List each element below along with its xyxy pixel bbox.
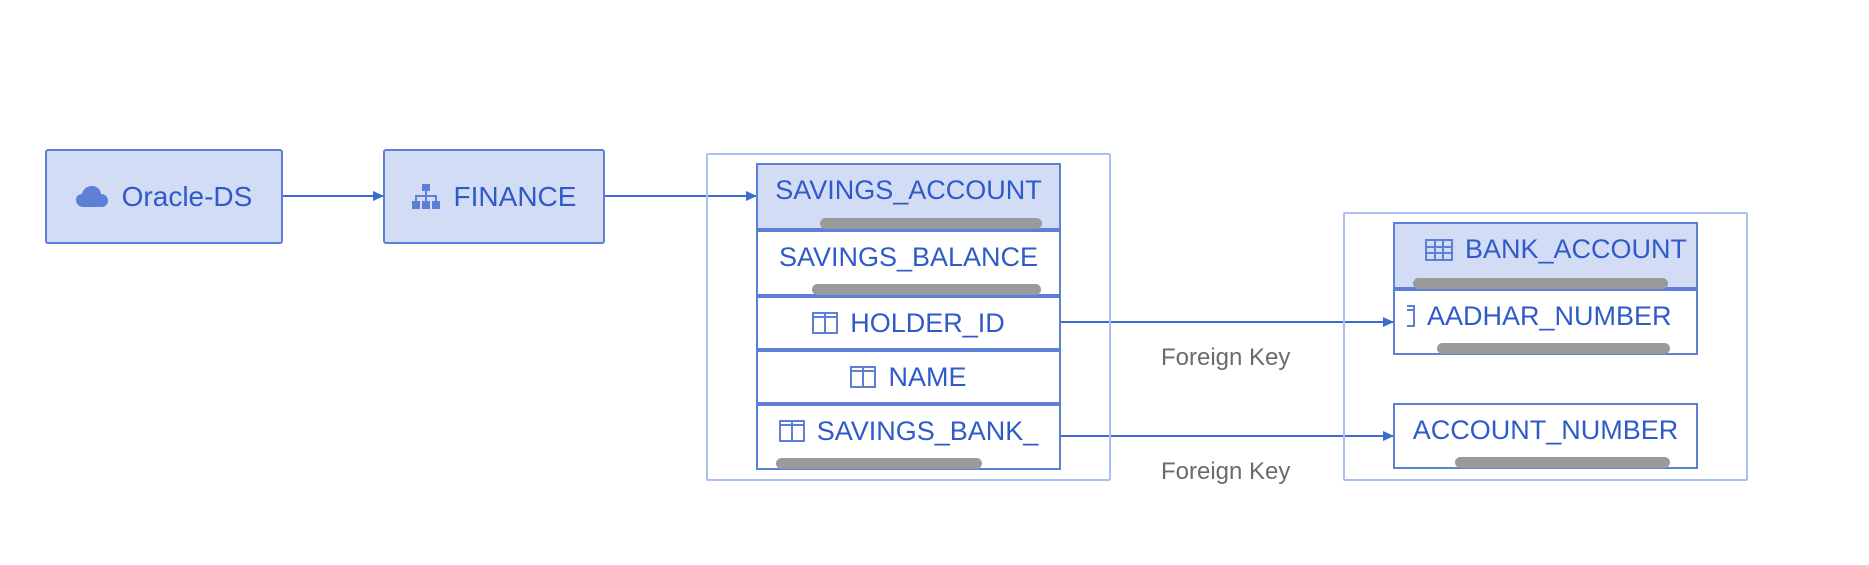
column-name[interactable]: NAME xyxy=(756,350,1061,404)
column-icon xyxy=(1407,305,1415,327)
column-label: AADHAR_NUMBER xyxy=(1427,300,1672,331)
edge-label-foreign-key: Foreign Key xyxy=(1161,458,1291,485)
bank-account-title: BANK_ACCOUNT xyxy=(1465,234,1688,264)
scrollbar[interactable] xyxy=(776,458,982,469)
column-icon xyxy=(778,420,805,442)
bank-account-group xyxy=(1343,212,1748,481)
savings-account-group xyxy=(706,153,1111,481)
column-label: ACCOUNT_NUMBER xyxy=(1412,414,1679,445)
column-icon xyxy=(812,312,839,334)
savings-account-title: SAVINGS_ACCOUNT xyxy=(775,175,1042,205)
scrollbar[interactable] xyxy=(820,218,1042,229)
column-icon xyxy=(850,366,877,388)
column-label: SAVINGS_BANK_ xyxy=(816,415,1039,446)
cloud-icon xyxy=(75,185,108,208)
column-label: HOLDER_ID xyxy=(850,307,1005,338)
edge-label-foreign-key: Foreign Key xyxy=(1161,344,1291,371)
scrollbar[interactable] xyxy=(1455,457,1670,468)
schema-label: FINANCE xyxy=(453,180,577,212)
datasource-label: Oracle-DS xyxy=(121,180,253,212)
bank-account-table-header[interactable]: BANK_ACCOUNT xyxy=(1393,222,1698,289)
table-icon xyxy=(1425,238,1453,261)
scrollbar[interactable] xyxy=(812,284,1041,295)
schema-node[interactable]: FINANCE xyxy=(383,149,605,244)
scrollbar[interactable] xyxy=(1413,278,1668,289)
column-label: NAME xyxy=(888,361,967,392)
hierarchy-icon xyxy=(411,183,440,210)
column-holder-id[interactable]: HOLDER_ID xyxy=(756,296,1061,350)
column-label: SAVINGS_BALANCE xyxy=(778,241,1039,272)
scrollbar[interactable] xyxy=(1437,343,1670,354)
datasource-node[interactable]: Oracle-DS xyxy=(45,149,283,244)
